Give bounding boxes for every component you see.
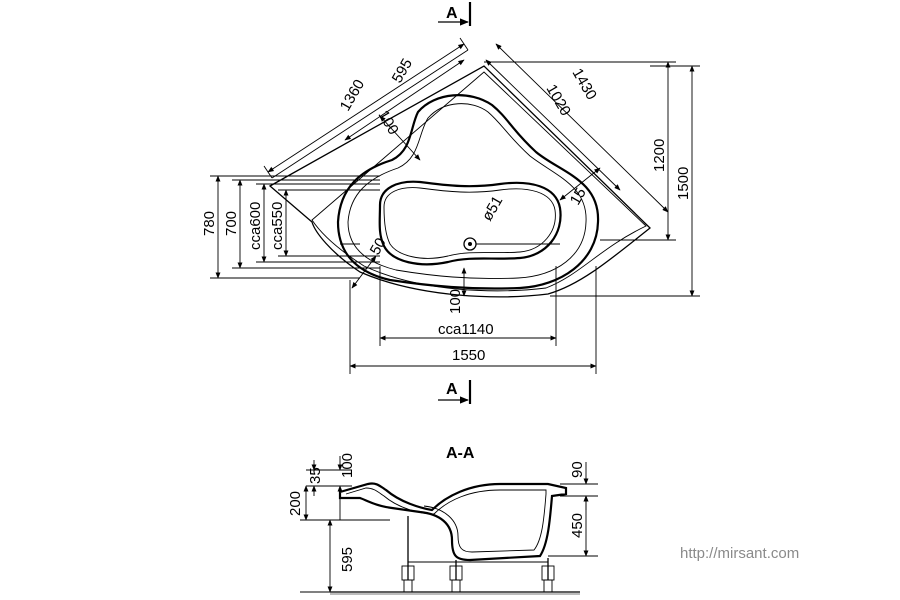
plan-dimensions	[210, 2, 700, 404]
basin-inner-2	[383, 187, 556, 259]
dim-595-section: 595	[339, 547, 356, 572]
dim-cca1140: cca1140	[438, 321, 494, 338]
dim-700: 700	[223, 211, 240, 236]
dim-90: 90	[569, 461, 586, 478]
dim-15: 15	[567, 185, 590, 208]
dim-1500: 1500	[675, 167, 692, 200]
dim-1360: 1360	[337, 77, 368, 114]
section-tub-shell	[338, 482, 568, 562]
section-marker-top: A	[446, 5, 458, 22]
dim-100-bottom: 100	[447, 289, 464, 314]
section-title: A-A	[446, 445, 475, 462]
dim-200: 200	[287, 491, 304, 516]
dim-595: 595	[389, 56, 416, 86]
basin-inner	[378, 180, 562, 266]
dim-1200: 1200	[651, 139, 668, 172]
dim-1550: 1550	[452, 347, 485, 364]
dim-1430: 1430	[569, 66, 600, 103]
dim-cca550: cca550	[269, 202, 286, 250]
dim-1020: 1020	[543, 82, 574, 119]
watermark: http://mirsant.com	[680, 545, 799, 562]
dim-cca600: cca600	[247, 202, 264, 250]
section-marker-bottom: A	[446, 381, 458, 398]
dim-100-diagonal: 100	[375, 108, 402, 138]
tub-inner-rim	[311, 71, 647, 292]
dim-35: 35	[307, 467, 324, 484]
dim-780: 780	[201, 211, 218, 236]
dim-100-section: 100	[339, 453, 356, 478]
tub-outer-rim	[268, 65, 651, 298]
section-view: A-A 35 100	[287, 445, 598, 595]
dim-drain-diameter: ø51	[479, 193, 507, 224]
dim-450: 450	[569, 513, 586, 538]
dim-50: 50	[367, 235, 390, 258]
